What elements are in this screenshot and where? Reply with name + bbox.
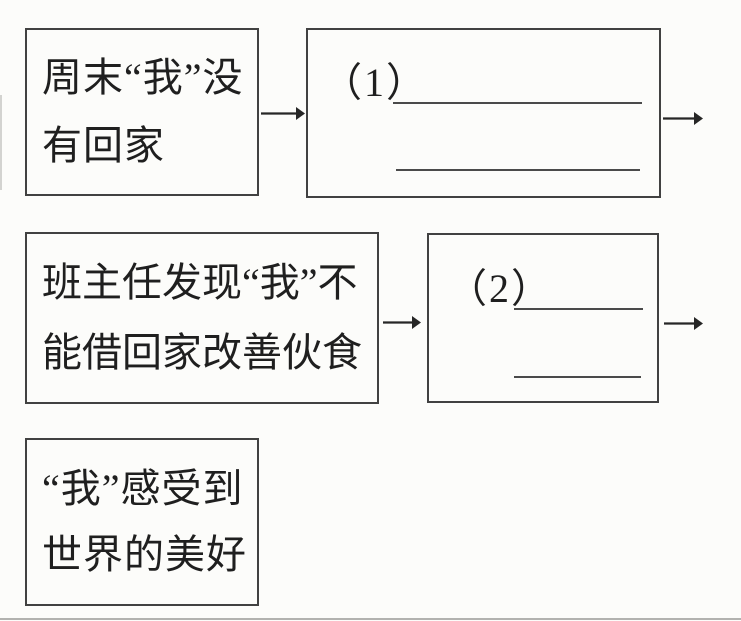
row1-blank-box: （1） (306, 28, 661, 198)
right-arrow-icon (383, 316, 421, 329)
row1-blank-label: （1） (322, 60, 428, 105)
scan-edge-bottom (0, 618, 741, 620)
right-arrow-icon (663, 112, 703, 125)
row3-event-line1: “我”感受到 (42, 466, 244, 511)
row2-blank-box: （2） (427, 233, 659, 403)
row1-blank-line-1 (393, 102, 642, 104)
row2-blank-label: （2） (447, 266, 553, 311)
right-arrow-icon (261, 107, 305, 120)
right-arrow-icon (664, 317, 703, 330)
row3-event-box: “我”感受到 世界的美好 (25, 438, 259, 606)
row2-blank-line-1 (514, 308, 643, 310)
row2-event-line1: 班主任发现“我”不 (42, 260, 358, 305)
row2-event-box: 班主任发现“我”不 能借回家改善伙食 (25, 232, 379, 404)
row1-event-line1: 周末“我”没 (42, 55, 244, 100)
scan-edge-left (0, 95, 2, 190)
row1-event-box: 周末“我”没 有回家 (25, 28, 259, 196)
row3-event-line2: 世界的美好 (42, 532, 247, 577)
row2-event-line2: 能借回家改善伙食 (42, 330, 362, 375)
row2-blank-line-2 (514, 376, 641, 378)
row1-event-line2: 有回家 (42, 123, 165, 168)
row1-blank-line-2 (396, 169, 640, 171)
